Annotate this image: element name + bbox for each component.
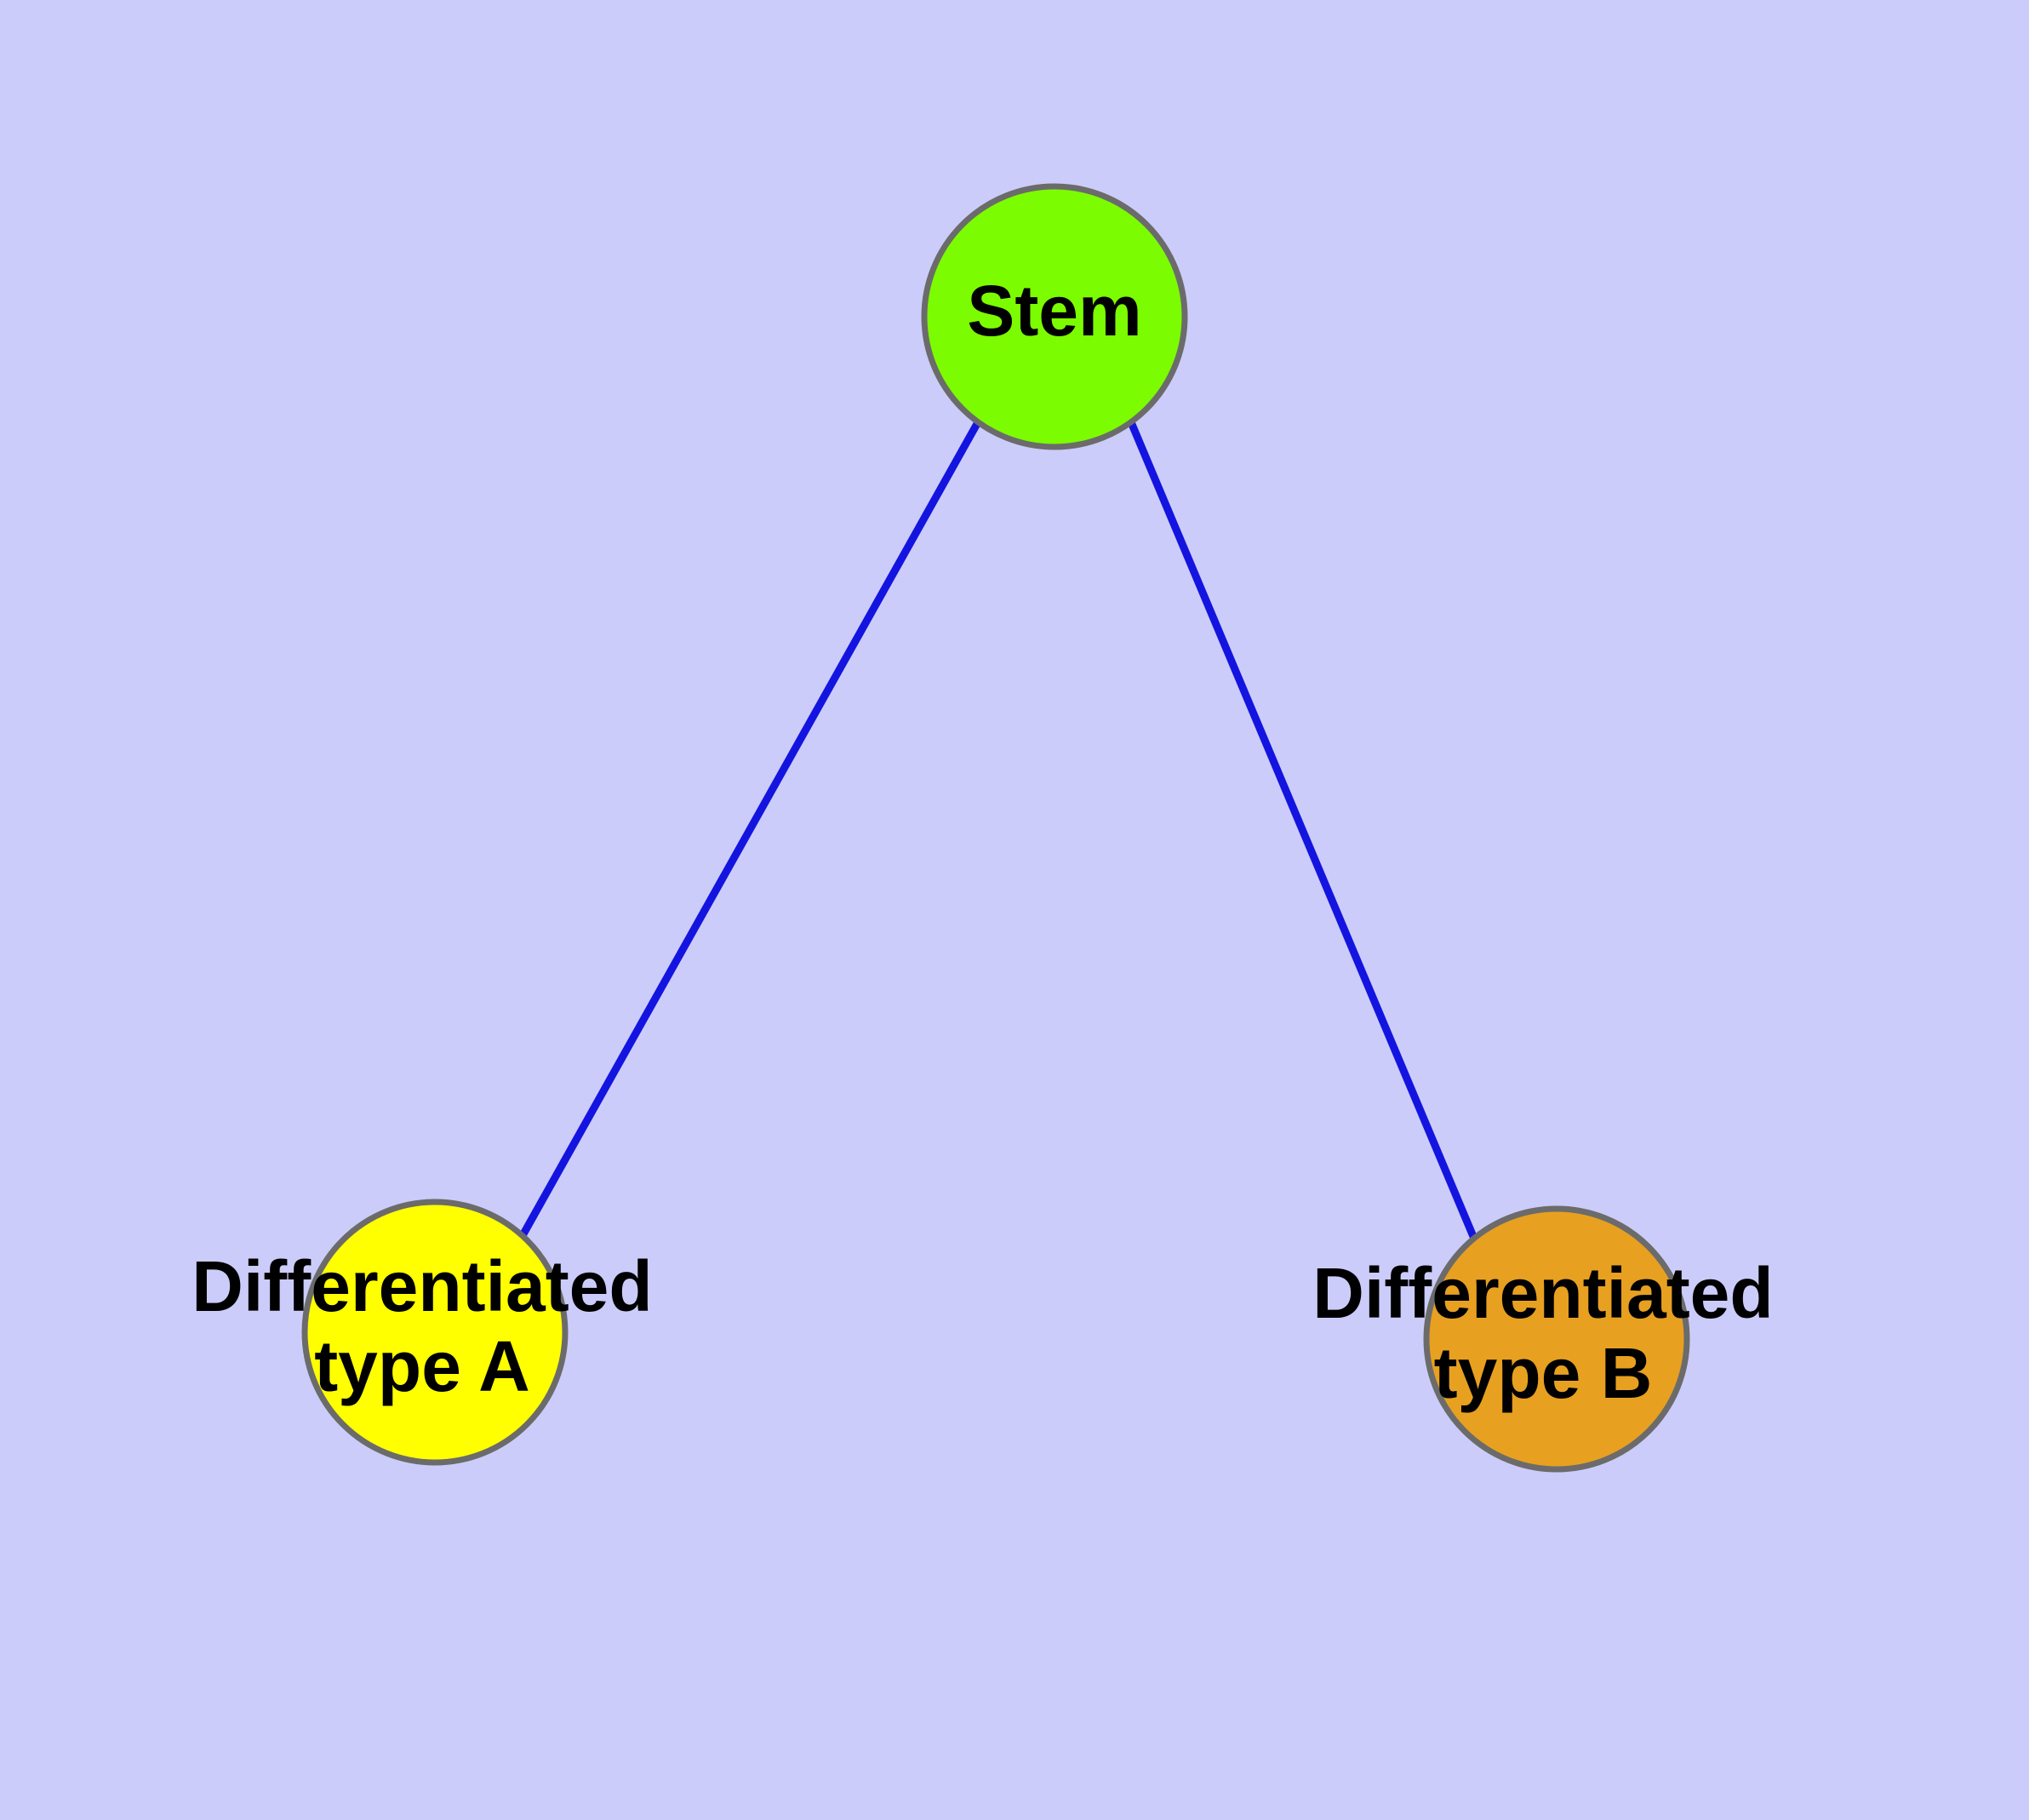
node-stem-label: Stem — [967, 271, 1141, 351]
node-differentiated-type-b-circle[interactable] — [1423, 1205, 1690, 1473]
nodes-layer — [301, 183, 1690, 1473]
label-line: Stem — [967, 271, 1141, 351]
label-line: type A — [314, 1326, 530, 1406]
label-line: Differentiated — [1312, 1253, 1773, 1333]
node-stem[interactable] — [921, 183, 1188, 450]
node-differentiated-type-a[interactable] — [301, 1199, 569, 1466]
node-differentiated-type-a-circle[interactable] — [301, 1199, 569, 1466]
node-stem-circle[interactable] — [921, 183, 1188, 450]
label-line: Differentiated — [191, 1246, 652, 1326]
edge-stem-to-differentiated-type-b[interactable] — [1127, 421, 1481, 1246]
edges-layer — [517, 420, 1481, 1246]
edge-stem-to-differentiated-type-a[interactable] — [517, 420, 981, 1241]
node-differentiated-type-b[interactable] — [1423, 1205, 1690, 1473]
label-line: type B — [1434, 1333, 1653, 1413]
